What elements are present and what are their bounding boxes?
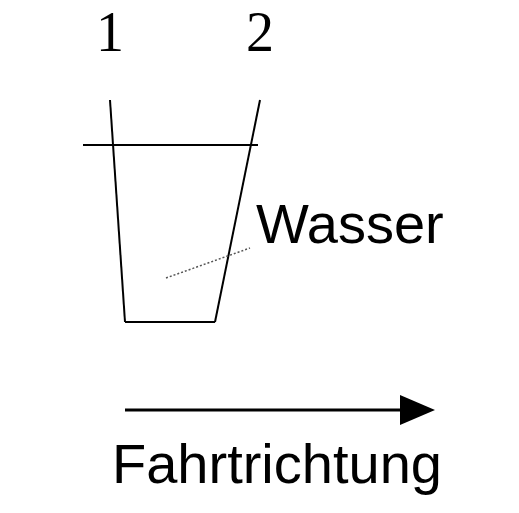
cup-wall-left — [110, 100, 125, 322]
leader-line — [166, 248, 250, 278]
direction-label: Fahrtrichtung — [112, 436, 442, 492]
callout-number: 2 — [246, 4, 274, 60]
callout-number: 1 — [96, 4, 124, 60]
cup-bottom — [125, 321, 215, 323]
water-label: Wasser — [256, 196, 444, 252]
direction-arrow-shaft — [125, 409, 400, 412]
cup-wall-right — [215, 100, 260, 322]
water-level — [83, 144, 258, 146]
cup — [110, 100, 260, 322]
direction-arrow-head — [400, 395, 435, 425]
